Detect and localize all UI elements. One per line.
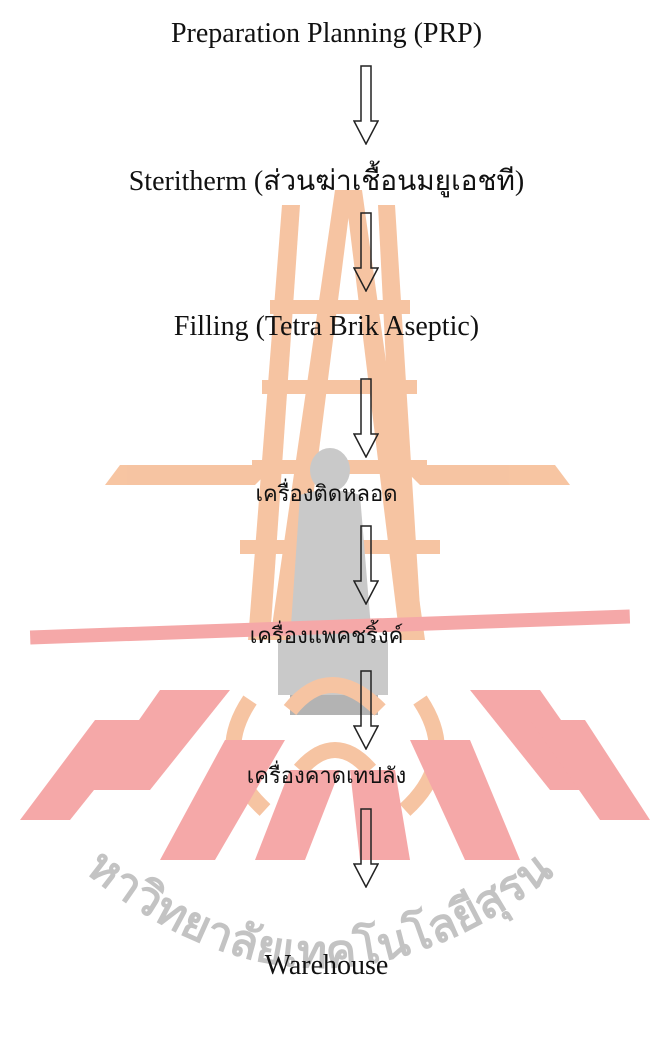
down-arrow-icon: [353, 525, 379, 605]
step-carton-taping: เครื่องคาดเทปลัง: [246, 763, 407, 788]
step-straw-applicator: เครื่องติดหลอด: [255, 481, 398, 506]
seal-statue-shape: [278, 448, 388, 715]
down-arrow-icon: [353, 378, 379, 458]
step-filling: Filling (Tetra Brik Aseptic): [173, 311, 480, 342]
step-preparation-planning: Preparation Planning (PRP): [170, 18, 483, 49]
down-arrow-icon: [353, 212, 379, 292]
down-arrow-icon: [353, 670, 379, 750]
seal-rays-shape: [20, 690, 650, 860]
down-arrow-icon: [353, 808, 379, 888]
step-shrink-pack: เครื่องแพคชริ้งค์: [249, 623, 404, 648]
step-steritherm: Steritherm (ส่วนฆ่าเชื้อนมยูเอชที): [128, 166, 525, 197]
seal-band-shape: [29, 609, 631, 645]
seal-tower-shape: [105, 190, 570, 640]
down-arrow-icon: [353, 65, 379, 145]
step-warehouse: Warehouse: [264, 950, 389, 981]
